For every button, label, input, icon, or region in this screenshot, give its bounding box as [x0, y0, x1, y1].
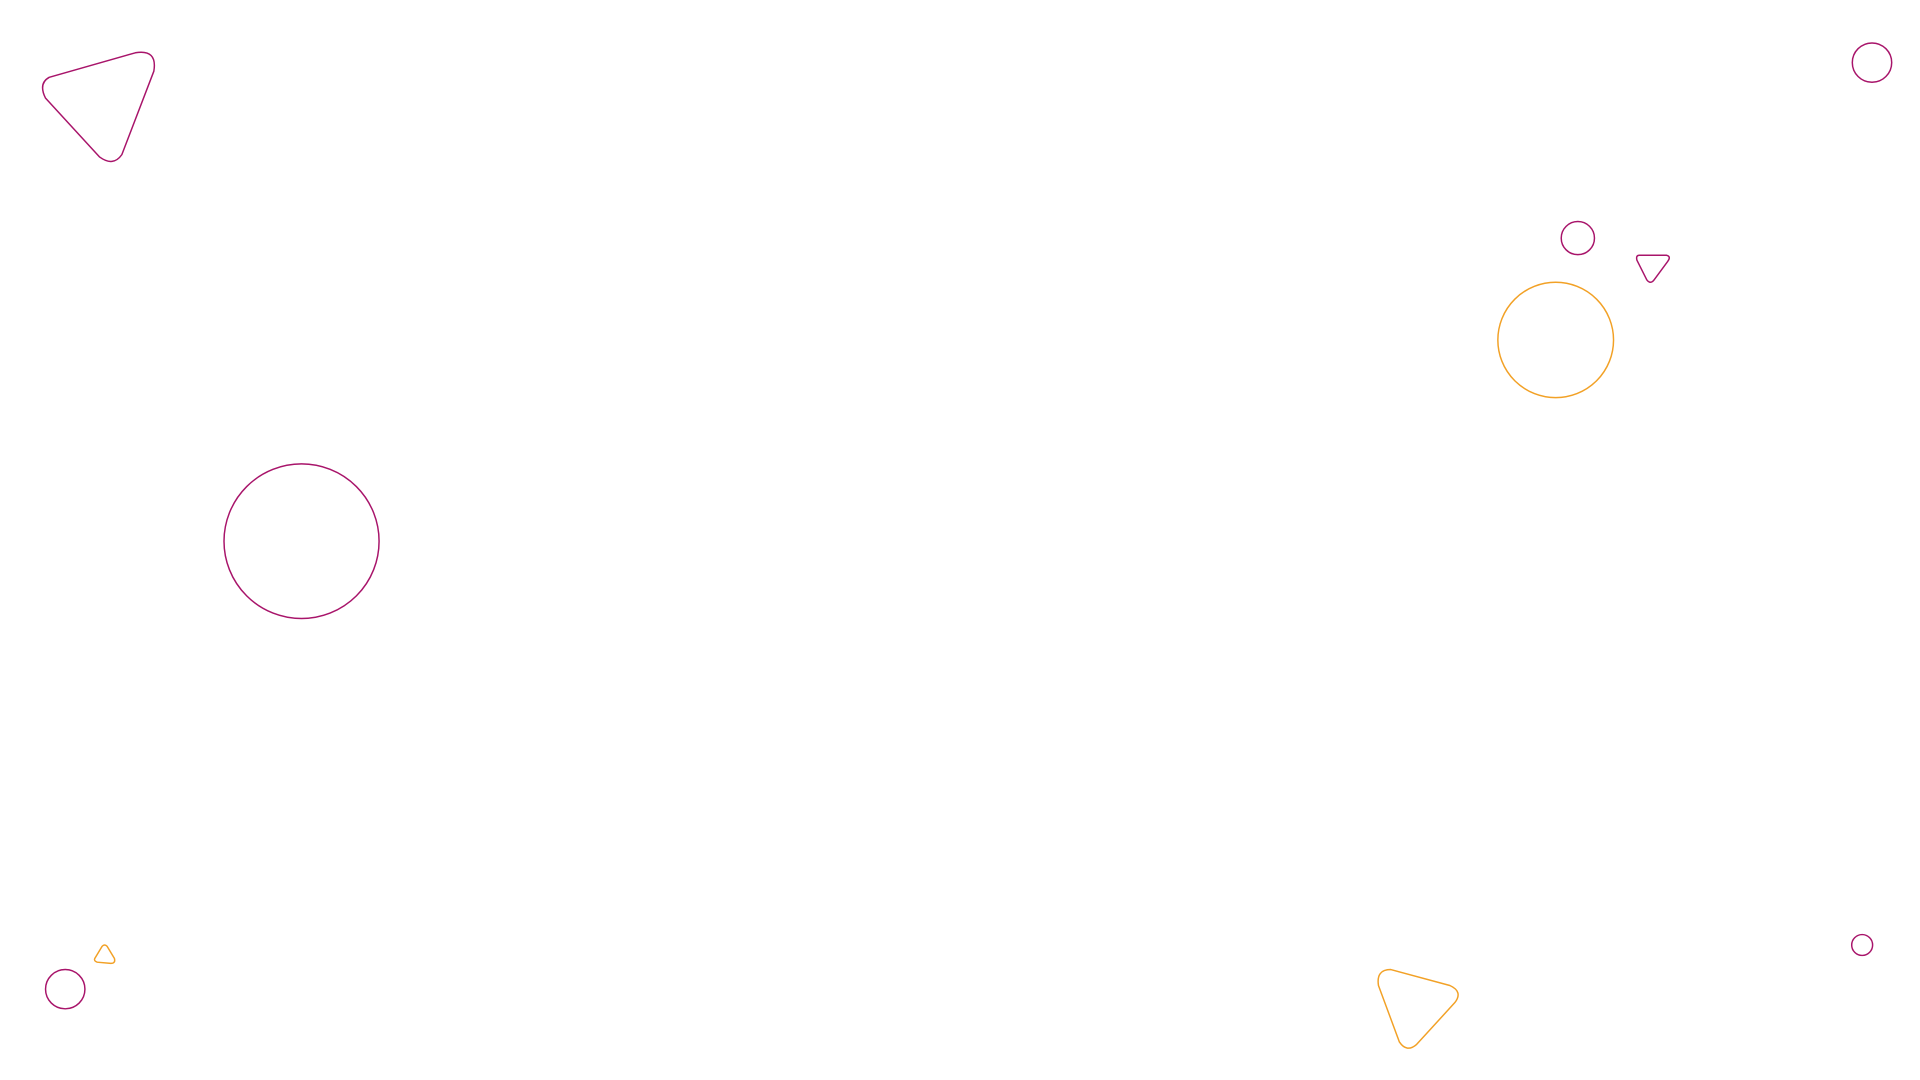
- circle-outline-tiny-bottom-right: [1850, 933, 1874, 957]
- triangle-outline-orange-bottom: [1377, 968, 1459, 1049]
- triangle-outline-small-upper: [1635, 254, 1670, 283]
- triangle-outline-top-left: [41, 51, 156, 163]
- circle-outline-large-left: [223, 463, 380, 620]
- circle-outline-orange-large: [1497, 281, 1615, 399]
- triangle-outline-orange-tiny: [93, 944, 116, 965]
- circle-outline-bottom-left: [44, 968, 86, 1010]
- circle-outline-top-right: [1851, 42, 1893, 83]
- circle-outline-small-upper: [1560, 220, 1596, 256]
